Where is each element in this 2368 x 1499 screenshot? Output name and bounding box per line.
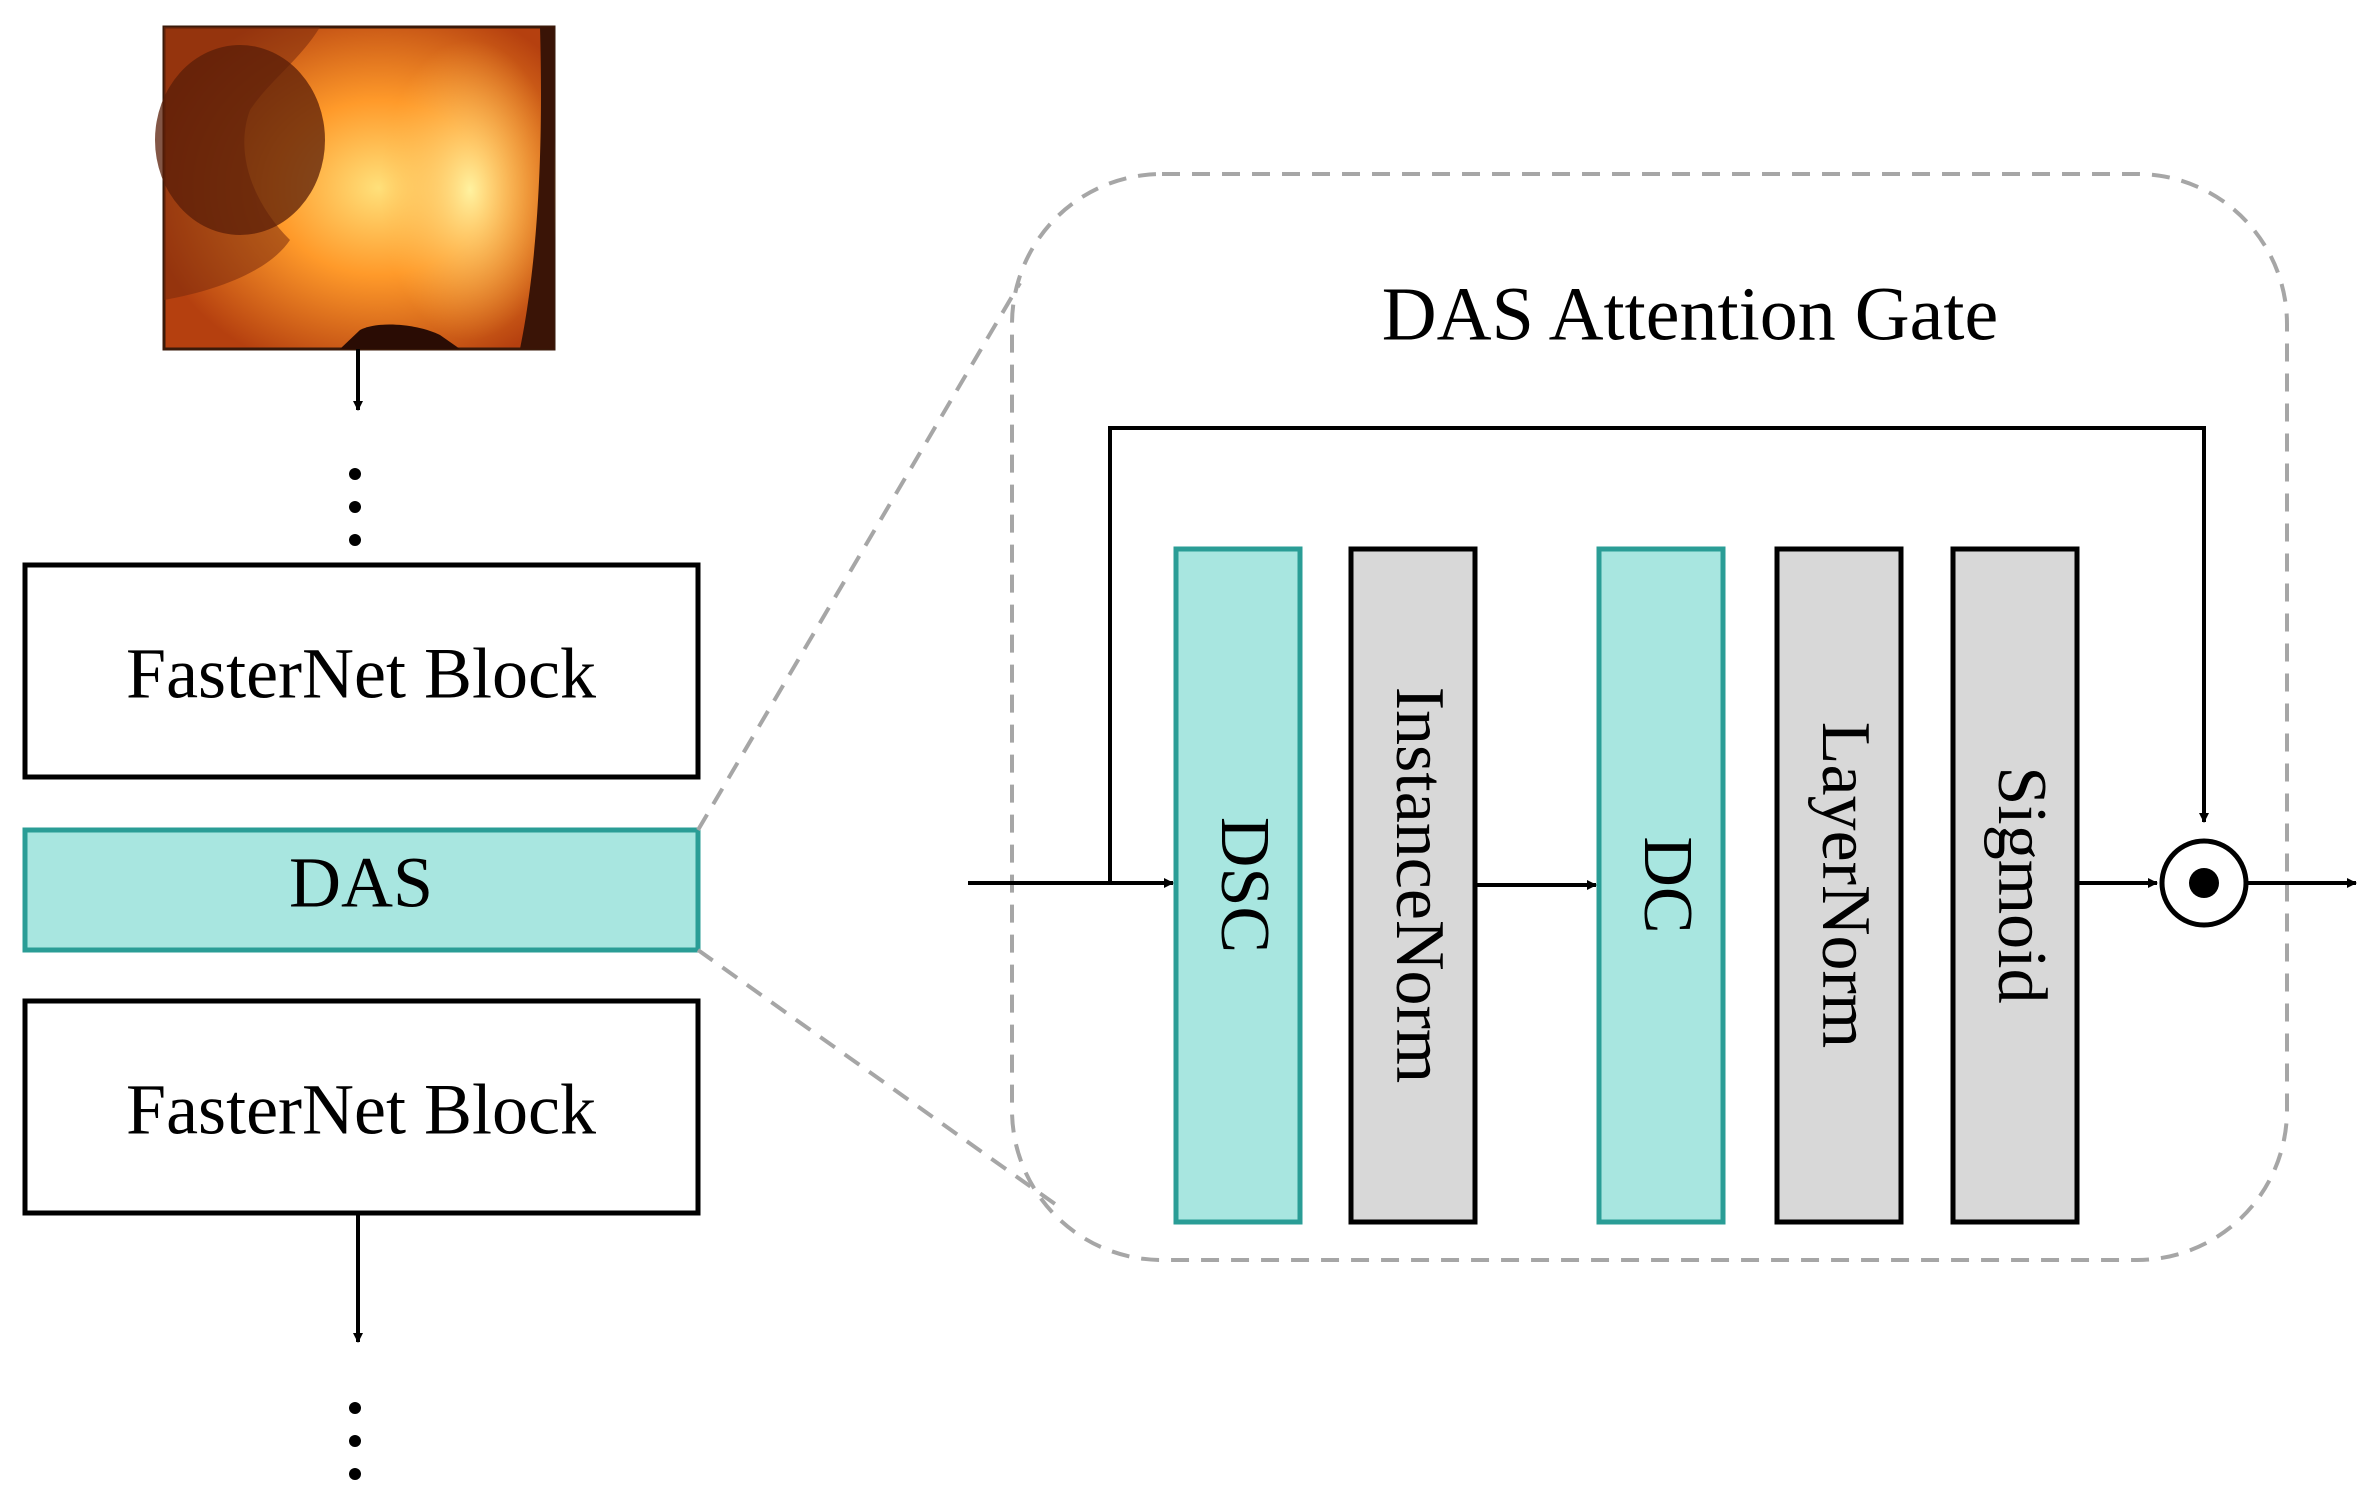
skip-connection [1108, 426, 2209, 883]
dot-product-circle-icon [2159, 838, 2249, 928]
module-dc-label: DC [1629, 836, 1706, 933]
das-block: DAS [22, 827, 701, 953]
module-dsc: DSC [1173, 546, 1303, 1225]
module-instancenorm-label: InstanceNorm [1381, 687, 1458, 1084]
module-layernorm: LayerNorm [1774, 546, 1904, 1225]
input-image [155, 25, 560, 351]
module-sigmoid-label: Sigmoid [1983, 766, 2060, 1003]
module-dsc-label: DSC [1206, 817, 1283, 953]
zoom-connector-bottom [696, 948, 1057, 1206]
fasternet-block-bottom-label: FasterNet Block [126, 1070, 596, 1150]
module-layernorm-label: LayerNorm [1807, 722, 1884, 1049]
gate-title: DAS Attention Gate [1382, 272, 1998, 356]
das-block-label: DAS [289, 843, 433, 923]
module-sigmoid: Sigmoid [1950, 546, 2080, 1225]
gate-outline [1010, 172, 2289, 1262]
fasternet-block-bottom: FasterNet Block [22, 998, 701, 1216]
module-dc: DC [1596, 546, 1726, 1225]
fasternet-block-top: FasterNet Block [22, 562, 701, 780]
module-instancenorm: InstanceNorm [1348, 546, 1478, 1225]
zoom-connector-top [696, 281, 1022, 832]
ellipsis-bottom [349, 1402, 361, 1480]
ellipsis-top [349, 468, 361, 546]
fasternet-block-top-label: FasterNet Block [126, 634, 596, 714]
